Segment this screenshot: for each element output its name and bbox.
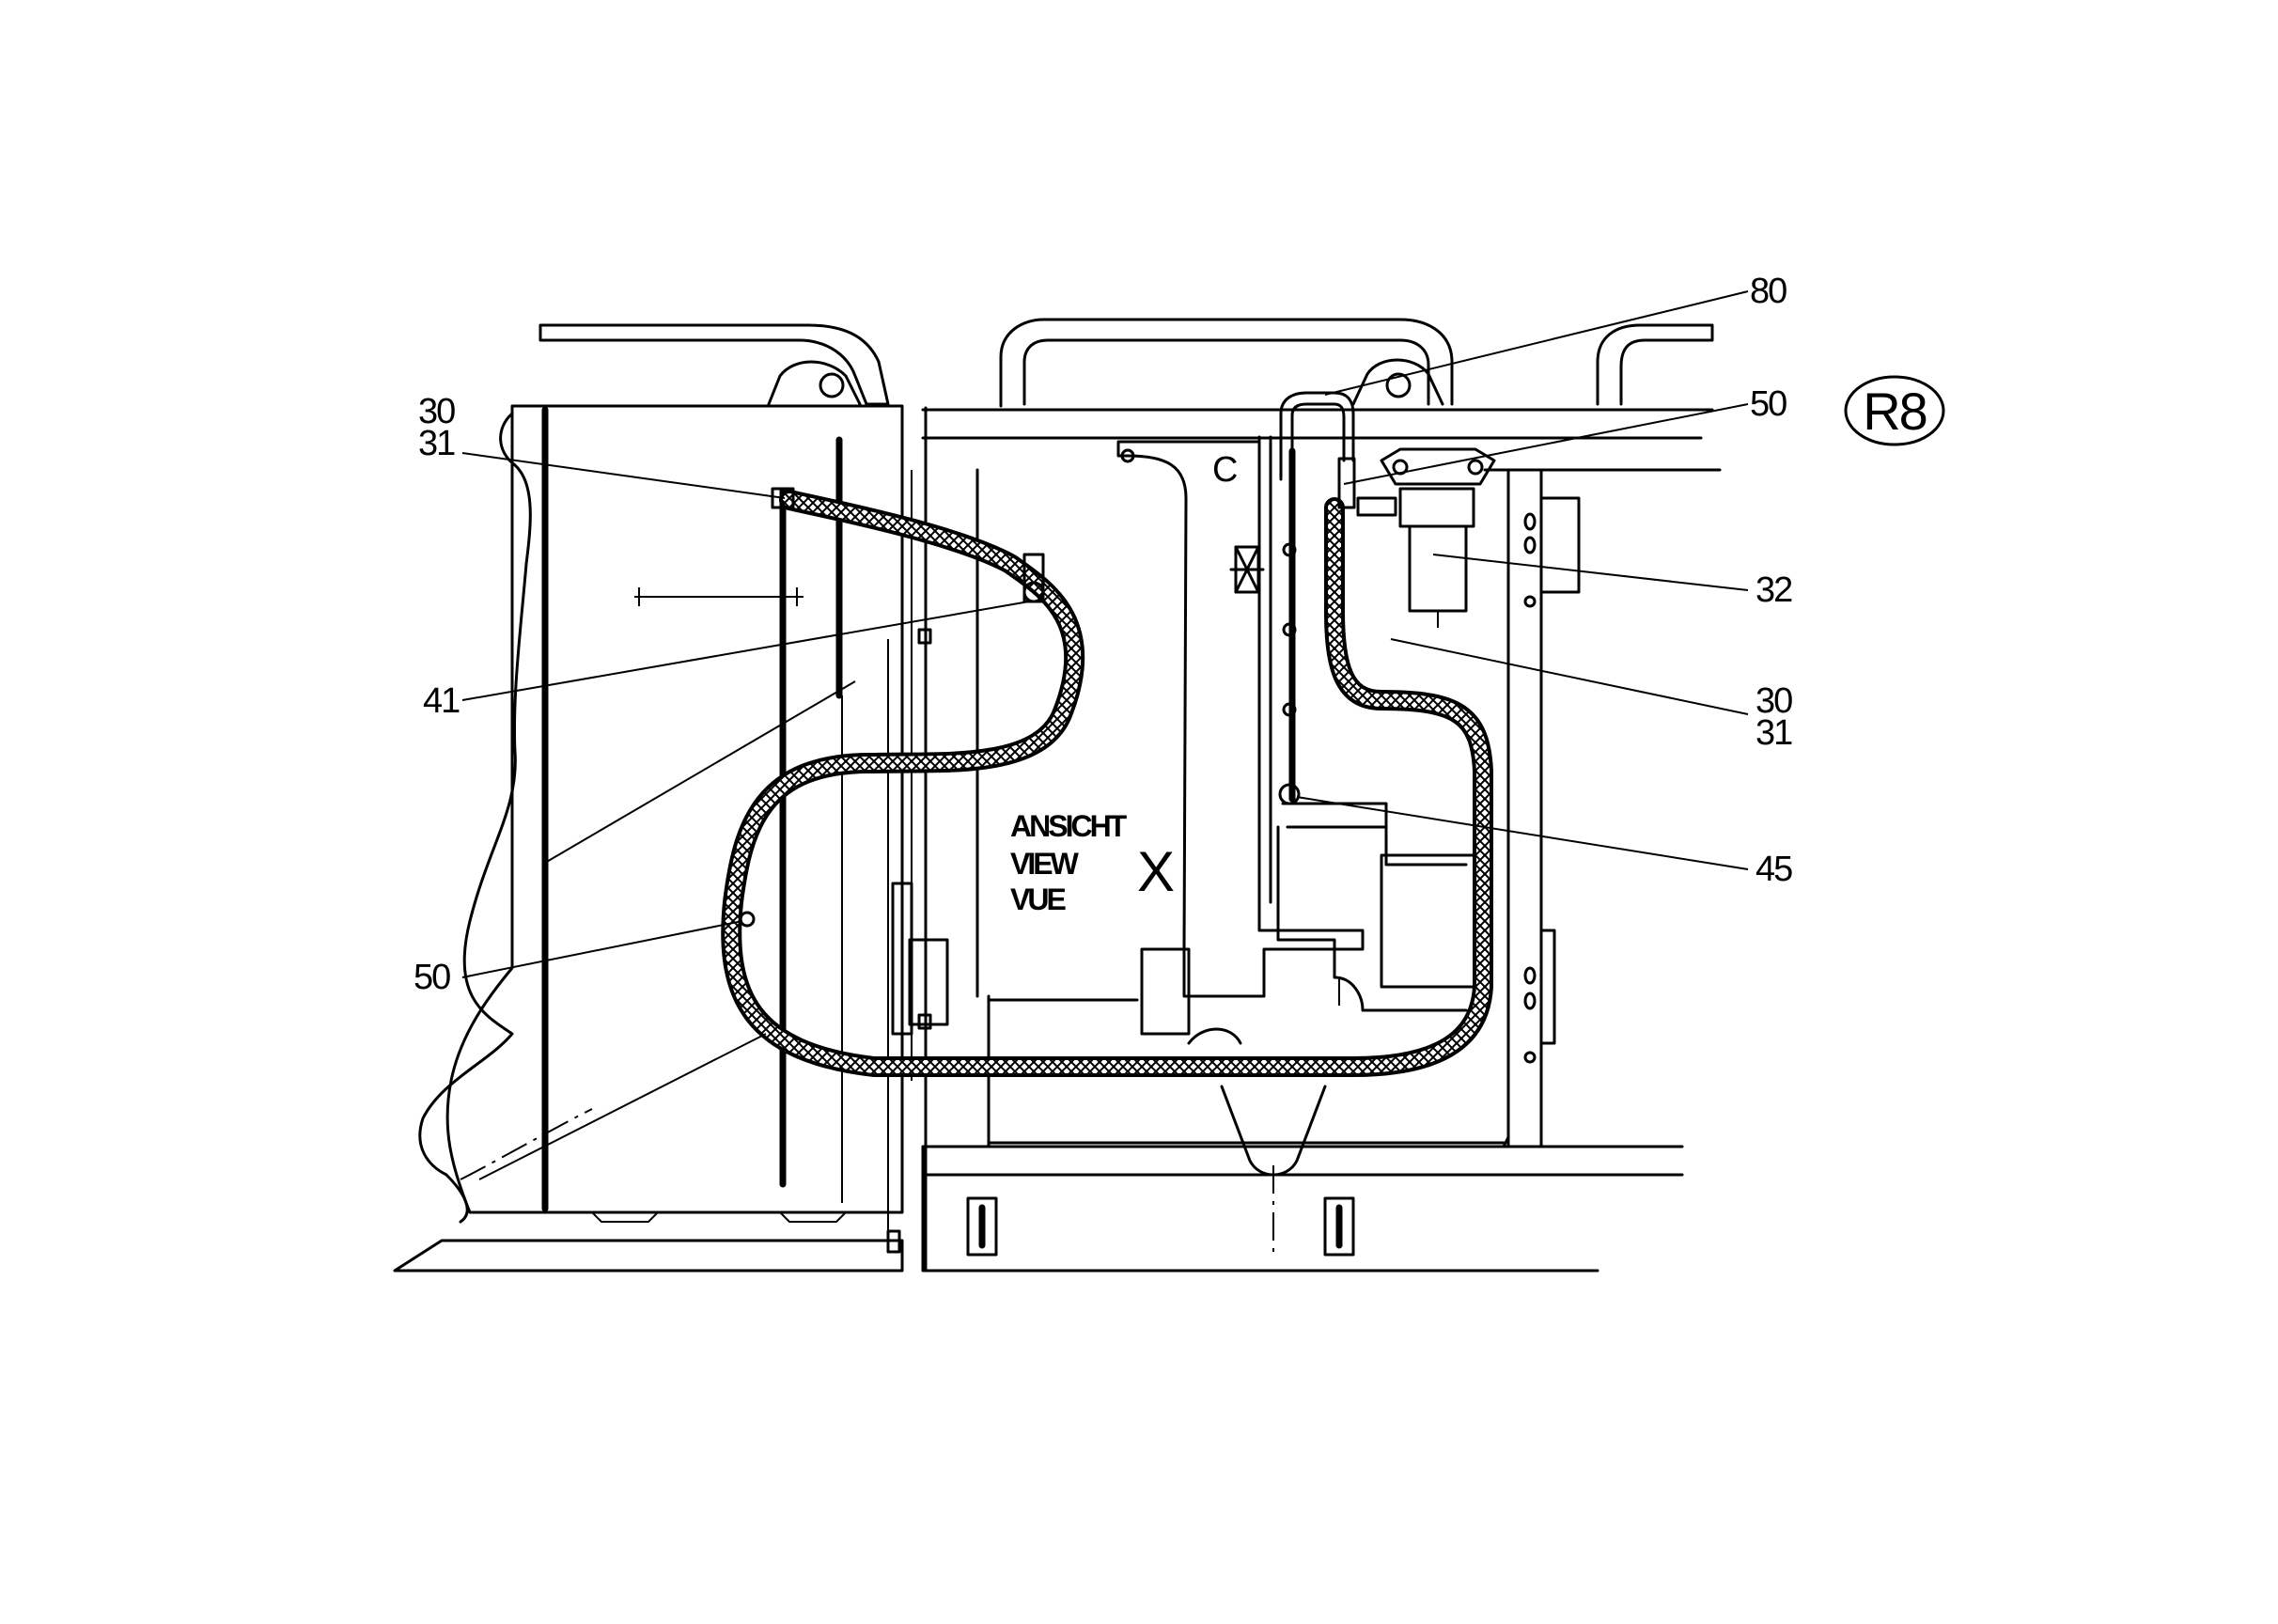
drain-funnel bbox=[1220, 1085, 1327, 1177]
valve-symbol bbox=[1229, 545, 1265, 594]
fuel-filter bbox=[1356, 447, 1496, 628]
right-hole-6 bbox=[1523, 1051, 1537, 1064]
callout-50-top: 50 bbox=[1750, 384, 1787, 424]
leader-50-left bbox=[461, 920, 743, 978]
clamp-on-loop bbox=[739, 911, 756, 928]
right-housing: C bbox=[921, 318, 1722, 1273]
right-hole-3 bbox=[1523, 595, 1537, 608]
t-bracket-hole bbox=[1120, 448, 1135, 463]
hose-upper-pipe-b bbox=[1290, 402, 1346, 481]
callout-45: 45 bbox=[1755, 850, 1792, 889]
left-clip-4 bbox=[908, 938, 949, 1026]
t-bracket bbox=[1116, 440, 1365, 998]
filter-mount-plate bbox=[1380, 447, 1496, 486]
fuel-hose bbox=[721, 391, 1493, 1077]
right-channel bbox=[1276, 825, 1468, 1012]
view-caption-line-3: VUE bbox=[1010, 882, 1066, 916]
hose-left-fitting bbox=[771, 487, 795, 509]
column-clamp-3 bbox=[1282, 702, 1297, 717]
hose-main-outline bbox=[721, 490, 1493, 1077]
left-handle-pivot bbox=[819, 372, 845, 398]
left-break-line bbox=[418, 412, 532, 1224]
leader-50-top bbox=[1343, 403, 1749, 485]
callout-31-left: 31 bbox=[418, 424, 455, 463]
bracket-letter-c: C bbox=[1212, 450, 1237, 490]
callout-31-right: 31 bbox=[1755, 713, 1792, 753]
filter-fitting bbox=[1356, 496, 1397, 517]
left-handle-bracket bbox=[767, 360, 862, 406]
filter-head bbox=[1398, 487, 1475, 528]
leader-lines bbox=[461, 290, 1749, 1180]
left-base bbox=[393, 1239, 904, 1273]
base-slot-right bbox=[1323, 1196, 1355, 1257]
bracket-foot-left bbox=[1140, 947, 1191, 1036]
column-clamp-2 bbox=[1282, 622, 1297, 637]
right-hole-2 bbox=[1523, 536, 1537, 554]
callout-50-left: 50 bbox=[413, 958, 450, 997]
right-channel-window bbox=[1380, 853, 1477, 989]
callout-30-left: 30 bbox=[418, 392, 455, 431]
left-clip-5 bbox=[886, 1229, 901, 1254]
leader-30-31-right bbox=[1390, 638, 1749, 715]
clamp-45-bracket bbox=[1281, 802, 1388, 829]
callout-30-right: 30 bbox=[1755, 681, 1792, 721]
leader-45 bbox=[1296, 796, 1749, 870]
leader-80 bbox=[1324, 290, 1749, 396]
sheet-badge: R8 bbox=[1844, 375, 1945, 446]
right-handle-pivot bbox=[1385, 372, 1412, 398]
right-side-block bbox=[1539, 496, 1581, 594]
filter-mount-bolt-2 bbox=[1467, 459, 1484, 476]
base-slot-left bbox=[966, 1196, 998, 1257]
right-handle-2 bbox=[1596, 323, 1714, 406]
right-handle-1 bbox=[999, 318, 1454, 408]
left-base-pads bbox=[591, 1211, 847, 1223]
hose-main-braid bbox=[725, 493, 1490, 1073]
view-mark: X bbox=[1137, 840, 1175, 903]
leader-41 bbox=[461, 601, 1030, 701]
right-handle-bracket bbox=[1351, 358, 1444, 406]
right-frame-r3 bbox=[1502, 1135, 1510, 1148]
leader-30-31-left bbox=[461, 452, 786, 499]
view-caption-line-1: ANSICHT bbox=[1010, 809, 1128, 843]
left-housing bbox=[393, 323, 949, 1273]
right-hole-5 bbox=[1523, 992, 1537, 1010]
column-clamp-1 bbox=[1282, 542, 1297, 557]
right-hole-4 bbox=[1523, 966, 1537, 985]
hose-end-fitting bbox=[1337, 457, 1356, 509]
left-clip-1 bbox=[917, 628, 932, 645]
left-clip-2 bbox=[917, 1013, 932, 1030]
sheet-badge-text: R8 bbox=[1863, 382, 1927, 441]
leader-50-left-b bbox=[478, 1033, 767, 1180]
leader-41-b bbox=[544, 680, 856, 864]
left-phantom-2 bbox=[460, 1108, 593, 1180]
bracket-foot-round bbox=[1187, 1027, 1242, 1045]
filter-bowl bbox=[1408, 524, 1468, 613]
callout-32: 32 bbox=[1755, 570, 1792, 610]
left-top-handle bbox=[538, 323, 890, 406]
callout-80: 80 bbox=[1750, 272, 1787, 311]
right-side-block-b bbox=[1539, 929, 1556, 1045]
right-base bbox=[921, 1145, 1684, 1273]
left-frame bbox=[445, 404, 904, 1214]
hose-upper-pipe bbox=[1279, 391, 1355, 481]
sheet-badge-oval bbox=[1844, 375, 1945, 446]
leader-32 bbox=[1432, 554, 1749, 591]
hose-clip-center bbox=[1022, 581, 1045, 603]
view-caption-line-2: VIEW bbox=[1010, 847, 1080, 881]
callout-41: 41 bbox=[423, 681, 460, 721]
right-hole-1 bbox=[1523, 512, 1537, 531]
hose-clip-bracket bbox=[1022, 553, 1045, 603]
